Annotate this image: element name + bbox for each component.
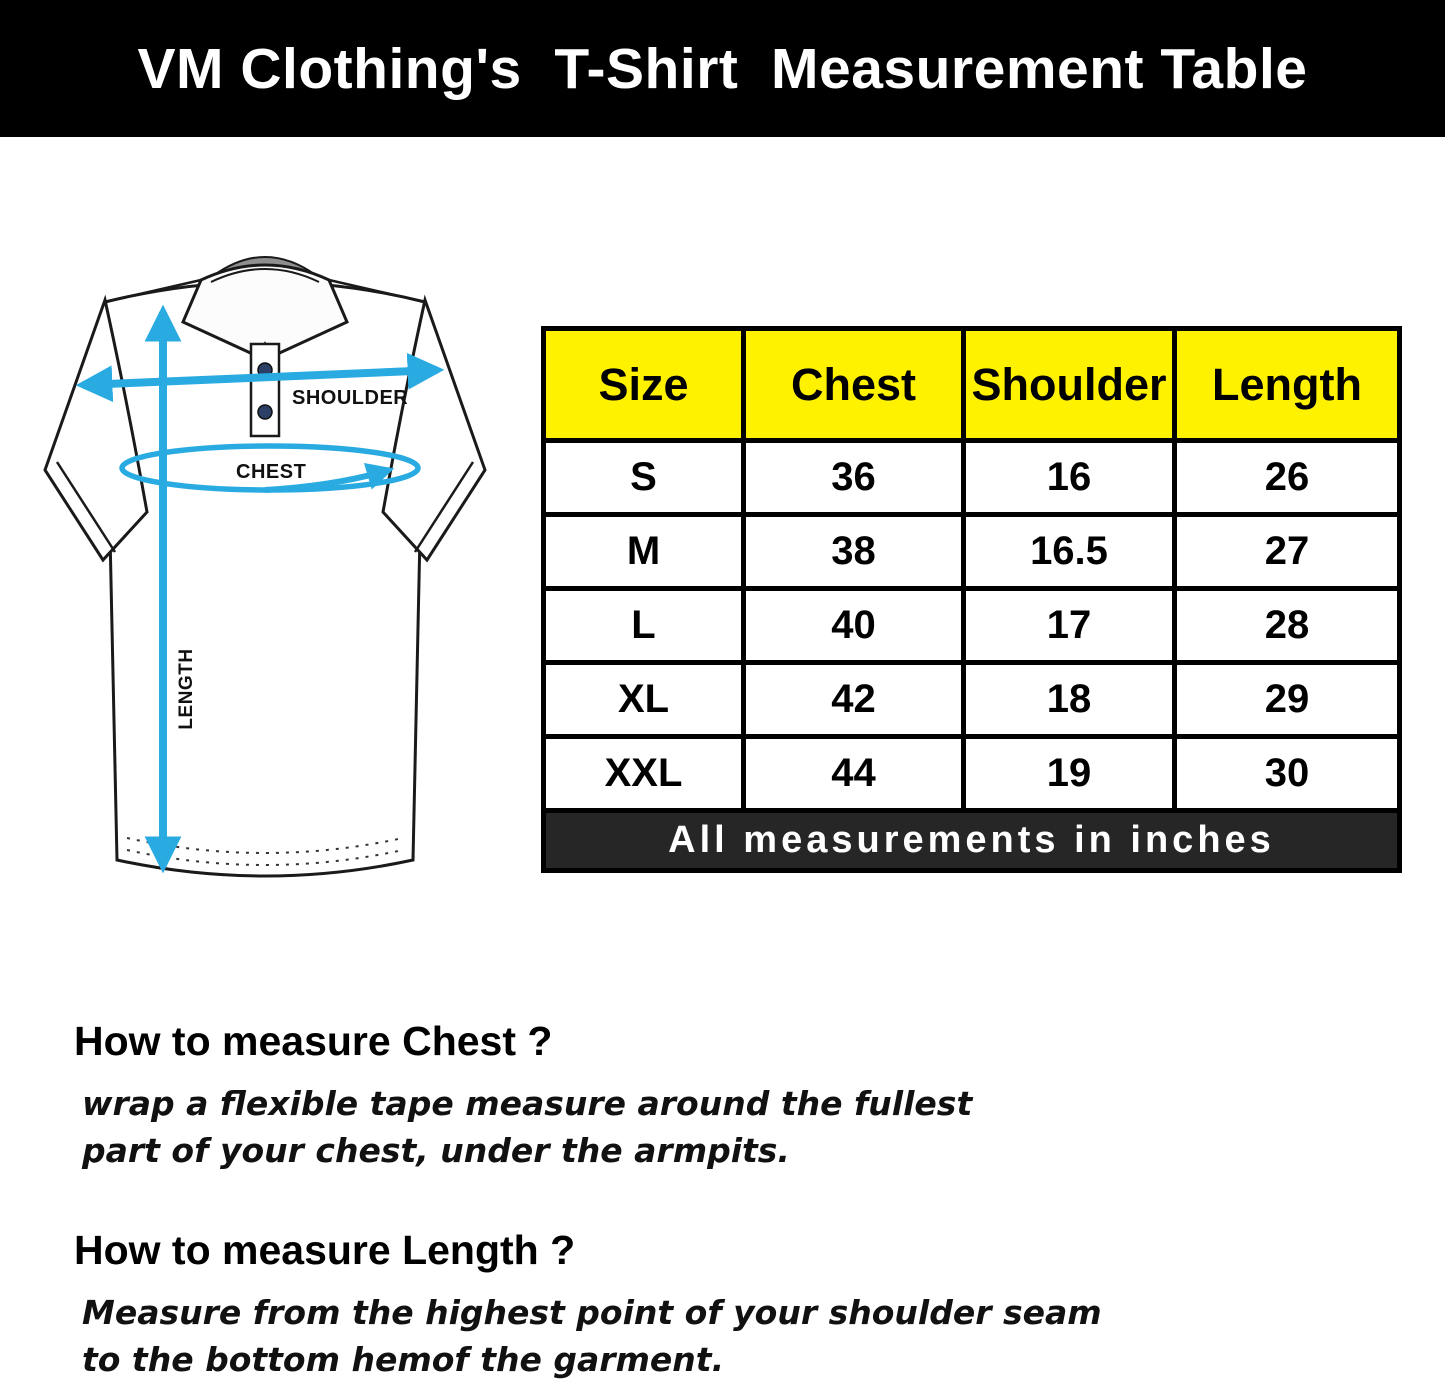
column-header-chest: Chest (741, 326, 966, 443)
footer-row: All measurements in inches (541, 808, 1402, 873)
size-cell: S (541, 438, 746, 517)
shirt-button-bottom (257, 404, 273, 420)
chest-cell: 40 (741, 586, 966, 665)
header-row: Size Chest Shoulder Length (541, 326, 1402, 443)
chest-cell: 38 (741, 512, 966, 591)
left-shoulder-seam (104, 278, 202, 304)
size-cell: M (541, 512, 746, 591)
measurement-table-wrap: Size Chest Shoulder Length S 36 16 26 M … (541, 326, 1402, 873)
column-header-length: Length (1172, 326, 1402, 443)
chest-instruction-heading: How to measure Chest ? (74, 1018, 553, 1064)
chest-instruction-body: wrap a flexible tape measure around the … (82, 1081, 1124, 1175)
table-row: M 38 16.5 27 (541, 512, 1402, 591)
page-title: VM Clothing's T-Shirt Measurement Table (137, 36, 1308, 101)
length-cell: 30 (1172, 734, 1402, 813)
chest-instruction: How to measure Chest ? wrap a flexible t… (74, 1018, 1124, 1175)
hem-stitch-top (126, 837, 404, 854)
shoulder-cell: 18 (961, 660, 1177, 739)
chest-instruction-line-2: part of your chest, under the armpits. (82, 1130, 790, 1170)
shoulder-cell: 19 (961, 734, 1177, 813)
column-header-shoulder: Shoulder (961, 326, 1177, 443)
chest-arrow (264, 463, 395, 493)
collar-seam (210, 268, 320, 283)
size-cell: L (541, 586, 746, 665)
column-header-size: Size (541, 326, 746, 443)
length-instruction-heading: How to measure Length ? (74, 1226, 576, 1273)
table-row: XXL 44 19 30 (541, 734, 1402, 813)
right-cuff-seam (413, 461, 475, 553)
measurement-table: Size Chest Shoulder Length S 36 16 26 M … (541, 326, 1402, 873)
placket (249, 342, 281, 438)
length-instruction-line-2: to the bottom hemof the garment. (82, 1339, 725, 1379)
shoulder-arrow (75, 352, 445, 403)
shoulder-label: SHOULDER (292, 387, 408, 409)
chest-cell: 42 (741, 660, 966, 739)
shirt-right-sleeve (381, 294, 487, 563)
table-row: L 40 17 28 (541, 586, 1402, 665)
chest-cell: 36 (741, 438, 966, 517)
shoulder-cell: 16 (961, 438, 1177, 517)
table-row: XL 42 18 29 (541, 660, 1402, 739)
length-instruction: How to measure Length ? Measure from the… (74, 1227, 1124, 1384)
length-label: LENGTH (176, 648, 197, 729)
length-cell: 26 (1172, 438, 1402, 517)
shoulder-cell: 16.5 (961, 512, 1177, 591)
length-cell: 28 (1172, 586, 1402, 665)
length-instruction-line-1: Measure from the highest point of your s… (82, 1292, 1102, 1332)
chest-cell: 44 (741, 734, 966, 813)
table-row: S 36 16 26 (541, 438, 1402, 517)
length-cell: 29 (1172, 660, 1402, 739)
left-cuff-seam (55, 461, 117, 553)
instructions-section: How to measure Chest ? wrap a flexible t… (74, 1018, 1124, 1383)
size-cell: XXL (541, 734, 746, 813)
hem-stitch-bottom (126, 849, 404, 866)
title-banner: VM Clothing's T-Shirt Measurement Table (0, 0, 1445, 137)
right-shoulder-seam (328, 278, 426, 304)
tshirt-diagram: SHOULDER CHEST LENGTH (43, 256, 487, 878)
chest-label: CHEST (236, 461, 306, 483)
length-instruction-body: Measure from the highest point of your s… (82, 1290, 1124, 1384)
table-footer-note: All measurements in inches (541, 808, 1402, 873)
shoulder-cell: 17 (961, 586, 1177, 665)
size-cell: XL (541, 660, 746, 739)
length-cell: 27 (1172, 512, 1402, 591)
chest-instruction-line-1: wrap a flexible tape measure around the … (82, 1084, 973, 1123)
